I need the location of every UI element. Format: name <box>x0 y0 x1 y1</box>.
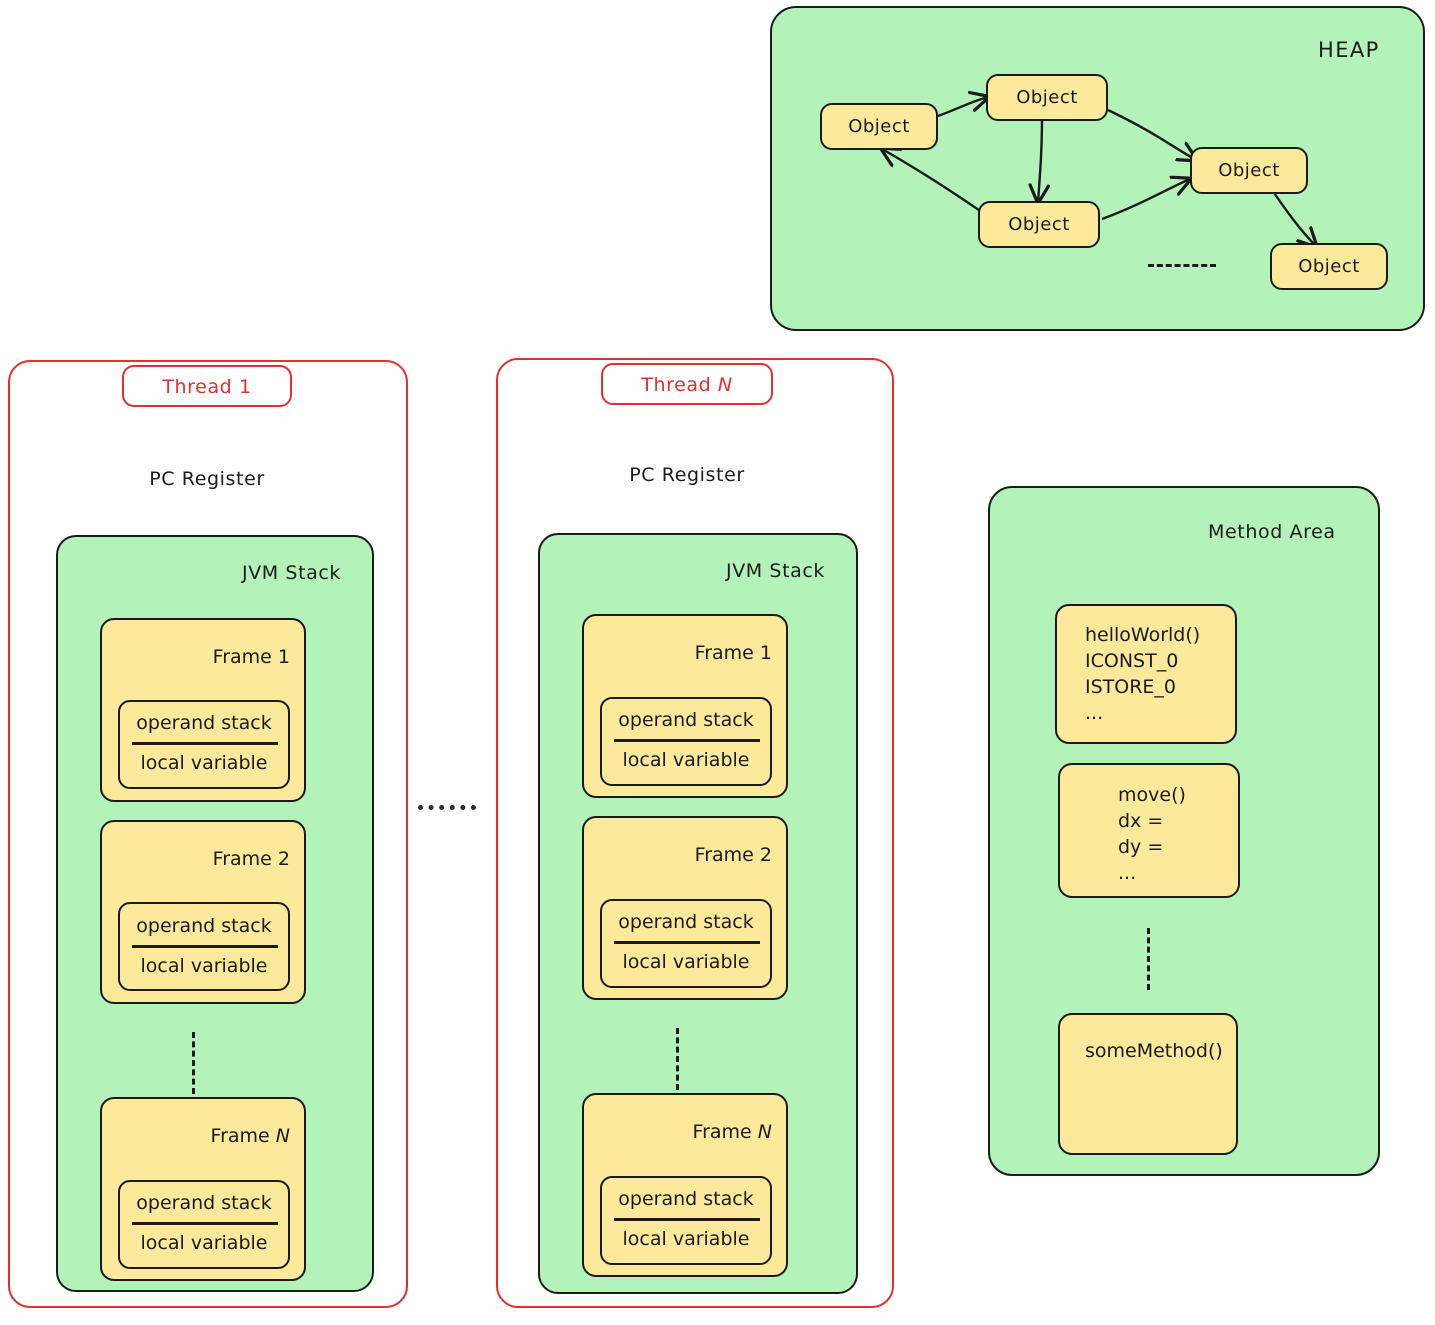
heap-label: HEAP <box>1318 38 1380 62</box>
thread-n-name-badge <box>601 363 773 405</box>
thread-1-name: Thread 1 <box>162 376 252 398</box>
thread-1-region <box>8 360 408 1308</box>
thread-n-frame-n-operand-stack: operand stack <box>618 1188 754 1210</box>
thread-1-frame-1-operand-stack: operand stack <box>136 712 272 734</box>
heap-ellipsis-dashes <box>1148 264 1216 267</box>
method-area-entry-some-method[interactable] <box>1058 1013 1238 1155</box>
thread-1-frames-ellipsis <box>192 1032 195 1094</box>
thread-1-frame-n-divider <box>132 1222 278 1225</box>
method-area-entry-hello-world-text: helloWorld() ICONST_0 ISTORE_0 ... <box>1085 624 1201 724</box>
thread-1-frame-2-operand-stack: operand stack <box>136 915 272 937</box>
thread-n-frame-n-local-variable: local variable <box>622 1228 750 1250</box>
thread-1-frame-n-title: Frame N <box>210 1125 290 1147</box>
thread-1-name-badge <box>122 365 292 407</box>
thread-1-frame-n-local-variable: local variable <box>140 1232 268 1254</box>
method-area-entry-hello-world[interactable] <box>1055 604 1237 744</box>
thread-n-frame-1-slots[interactable] <box>600 697 772 786</box>
thread-n-frame-2-slots[interactable] <box>600 899 772 988</box>
thread-n-frame-n-title: Frame N <box>692 1121 772 1143</box>
thread-n-frame-1-local-variable: local variable <box>622 749 750 771</box>
thread-n-frame-n-divider <box>614 1218 760 1221</box>
heap-object[interactable]: Object <box>978 201 1100 248</box>
thread-n-frames-ellipsis <box>676 1028 679 1090</box>
thread-1-frame-1-local-variable: local variable <box>140 752 268 774</box>
method-area-entry-move[interactable] <box>1058 763 1240 898</box>
thread-n-frame-2-divider <box>614 941 760 944</box>
thread-1-frame-1-divider <box>132 742 278 745</box>
thread-n-pc-register: PC Register <box>629 464 745 486</box>
thread-1-pc-register: PC Register <box>149 468 265 490</box>
thread-1-frame-2-local-variable: local variable <box>140 955 268 977</box>
method-area-entries-ellipsis <box>1147 928 1150 990</box>
thread-n-frame-2-title: Frame 2 <box>694 844 772 866</box>
thread-1-frame-2-title: Frame 2 <box>212 848 290 870</box>
thread-n-frame-1-operand-stack: operand stack <box>618 709 754 731</box>
thread-n-frame-1-divider <box>614 739 760 742</box>
thread-1-jvm-stack-label: JVM Stack <box>242 562 342 584</box>
thread-n-frame-2-operand-stack: operand stack <box>618 911 754 933</box>
method-area-label: Method Area <box>1208 521 1336 543</box>
thread-n-frame-n-slots[interactable] <box>600 1176 772 1265</box>
method-area-entry-move-text: move() dx = dy = ... <box>1118 784 1186 884</box>
heap-object[interactable]: Object <box>820 103 938 150</box>
thread-n-jvm-stack-label: JVM Stack <box>726 560 826 582</box>
thread-1-frame-n-operand-stack: operand stack <box>136 1192 272 1214</box>
heap-object[interactable]: Object <box>1270 243 1388 290</box>
thread-n-region <box>496 358 894 1308</box>
thread-1-frame-2-divider <box>132 945 278 948</box>
threads-separator-dots <box>418 805 476 810</box>
method-area-entry-some-method-text: someMethod() <box>1085 1040 1223 1062</box>
thread-n-name: Thread N <box>641 374 733 396</box>
heap-object[interactable]: Object <box>1190 147 1308 194</box>
thread-1-frame-n-slots[interactable] <box>118 1180 290 1269</box>
thread-n-frame-1-title: Frame 1 <box>694 642 772 664</box>
thread-n-frame-2-local-variable: local variable <box>622 951 750 973</box>
thread-1-frame-1-slots[interactable] <box>118 700 290 789</box>
heap-object[interactable]: Object <box>986 74 1108 121</box>
thread-1-frame-1-title: Frame 1 <box>212 646 290 668</box>
